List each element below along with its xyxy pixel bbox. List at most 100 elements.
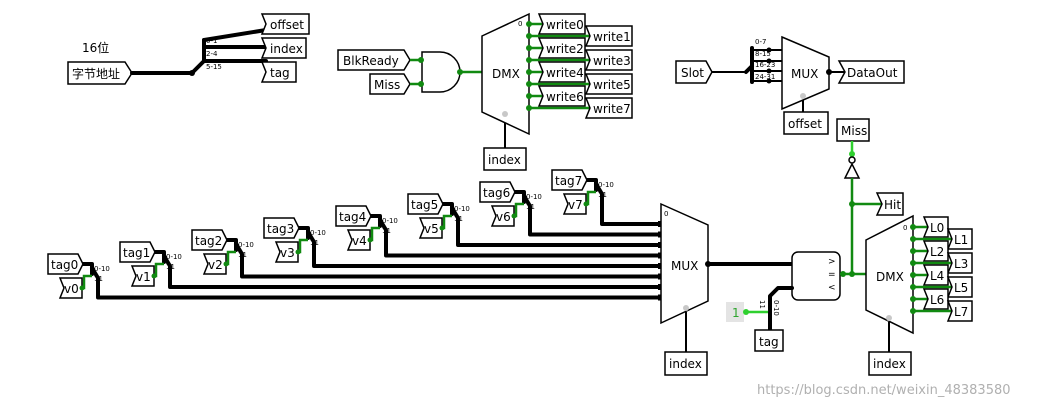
write-output-pin[interactable]	[584, 49, 633, 71]
valid-bit-pin[interactable]	[418, 217, 443, 239]
write-output-pin[interactable]	[537, 37, 586, 59]
tag-register-label: tag0	[51, 258, 78, 272]
write-index-pin[interactable]	[483, 147, 527, 171]
tag-input-pin[interactable]	[754, 329, 784, 352]
comparator-gt: >	[828, 257, 836, 267]
slot-mux	[781, 35, 830, 111]
miss-output-pin[interactable]	[836, 118, 870, 142]
hit-pin[interactable]	[875, 192, 904, 216]
merge-range: 11	[238, 251, 247, 259]
wire-layer	[81, 178, 663, 300]
tag-register-pin[interactable]	[479, 181, 516, 203]
write-index-label: index	[488, 153, 521, 167]
line-output-label: L6	[930, 293, 944, 307]
write-output-pin[interactable]	[537, 13, 586, 35]
slot-mux-section: Slot 0-7 8-15 16-23 24-31 MUX offset Dat…	[675, 35, 905, 135]
line-output-pin[interactable]	[946, 252, 973, 274]
pin-dot	[766, 78, 772, 84]
merge-range: 11	[166, 263, 175, 271]
merge-range: 0-10	[526, 193, 542, 201]
offset-output-pin[interactable]	[260, 13, 310, 35]
tag-register-label: tag3	[267, 222, 294, 236]
line-output-pin[interactable]	[922, 264, 949, 286]
line-output-label: L0	[930, 221, 944, 235]
tag-register-pin[interactable]	[407, 193, 444, 215]
tag-register-pin[interactable]	[119, 241, 156, 263]
valid-bit-pin[interactable]	[202, 253, 227, 275]
line-output-pin[interactable]	[946, 276, 973, 298]
tag-register-pin[interactable]	[191, 229, 228, 251]
comparator-eq: =	[828, 270, 836, 280]
address-bus	[130, 28, 268, 75]
tag-split-range: 0-10	[772, 300, 780, 316]
pin-dot	[526, 105, 532, 111]
write-output-label: write3	[593, 54, 631, 68]
byte-address-pin[interactable]	[67, 61, 133, 85]
comparator-lt: <	[828, 283, 836, 293]
tag-input-label: tag	[759, 335, 779, 349]
pin-dot	[418, 57, 424, 63]
tag-split-range: 11	[758, 300, 766, 309]
pin-dot	[743, 309, 749, 315]
write-output-label: write6	[546, 90, 584, 104]
line-output-label: L3	[954, 257, 968, 271]
index-output-pin[interactable]	[260, 37, 307, 59]
write-output-pin[interactable]	[584, 73, 633, 95]
valid-bit-pin[interactable]	[274, 241, 299, 263]
valid-bit-pin[interactable]	[346, 229, 371, 251]
valid-bit-label: v4	[352, 234, 367, 248]
write-output-pin[interactable]	[584, 97, 633, 119]
merged-line-bus	[162, 254, 663, 289]
merge-range: 11	[94, 275, 103, 283]
valid-bit-pin[interactable]	[562, 193, 587, 215]
write-output-pin[interactable]	[584, 25, 633, 47]
tag-register-pin[interactable]	[335, 205, 372, 227]
compare-index-pin[interactable]	[664, 351, 708, 376]
valid-bit-pin[interactable]	[490, 205, 515, 227]
pin-dot	[583, 201, 589, 207]
valid-bit-label: v0	[64, 282, 79, 296]
slot-pin[interactable]	[675, 60, 713, 84]
valid-bit-pin[interactable]	[58, 277, 83, 299]
slot-range: 16-23	[755, 61, 775, 69]
valid-bit-label: v2	[208, 258, 223, 272]
merged-line-bus	[90, 266, 663, 300]
select-dot	[502, 111, 508, 117]
line-output-pin[interactable]	[946, 300, 973, 322]
tag-register-pin[interactable]	[47, 253, 84, 275]
line-output-pin[interactable]	[946, 228, 973, 250]
pin-dot	[526, 69, 532, 75]
write-output-label: write2	[546, 42, 584, 56]
compare-index-label: index	[669, 357, 702, 371]
blkready-pin[interactable]	[337, 49, 411, 71]
tag-register-label: tag5	[411, 198, 438, 212]
write-output-label: write5	[593, 78, 631, 92]
merged-line-bus	[594, 182, 663, 226]
pin-dot	[840, 271, 846, 277]
pin-dot	[526, 93, 532, 99]
pin-dot	[526, 57, 532, 63]
merge-range: 0-10	[598, 181, 614, 189]
write-output-pin[interactable]	[537, 61, 586, 83]
tag-register-pin[interactable]	[551, 169, 588, 191]
tag-register-pin[interactable]	[263, 217, 300, 239]
write-output-pin[interactable]	[537, 85, 586, 107]
constant-box	[726, 302, 744, 322]
line-output-pin[interactable]	[922, 216, 949, 238]
line-index-pin[interactable]	[868, 351, 912, 376]
valid-bit-pin[interactable]	[130, 265, 155, 287]
miss-input-pin[interactable]	[369, 73, 411, 95]
compare-mux-label: MUX	[671, 259, 698, 273]
dataout-pin[interactable]	[837, 60, 905, 84]
slot-offset-pin[interactable]	[783, 111, 829, 135]
tag-output-pin[interactable]	[260, 61, 297, 83]
merged-line-bus	[450, 206, 663, 247]
merge-range: 11	[382, 227, 391, 235]
line-output-pin[interactable]	[922, 288, 949, 310]
pin-dot	[910, 296, 916, 302]
demux-zero-label: 0	[518, 20, 522, 28]
slot-mux-label: MUX	[791, 67, 818, 81]
line-output-pin[interactable]	[922, 240, 949, 262]
line-output-label: L5	[954, 281, 968, 295]
